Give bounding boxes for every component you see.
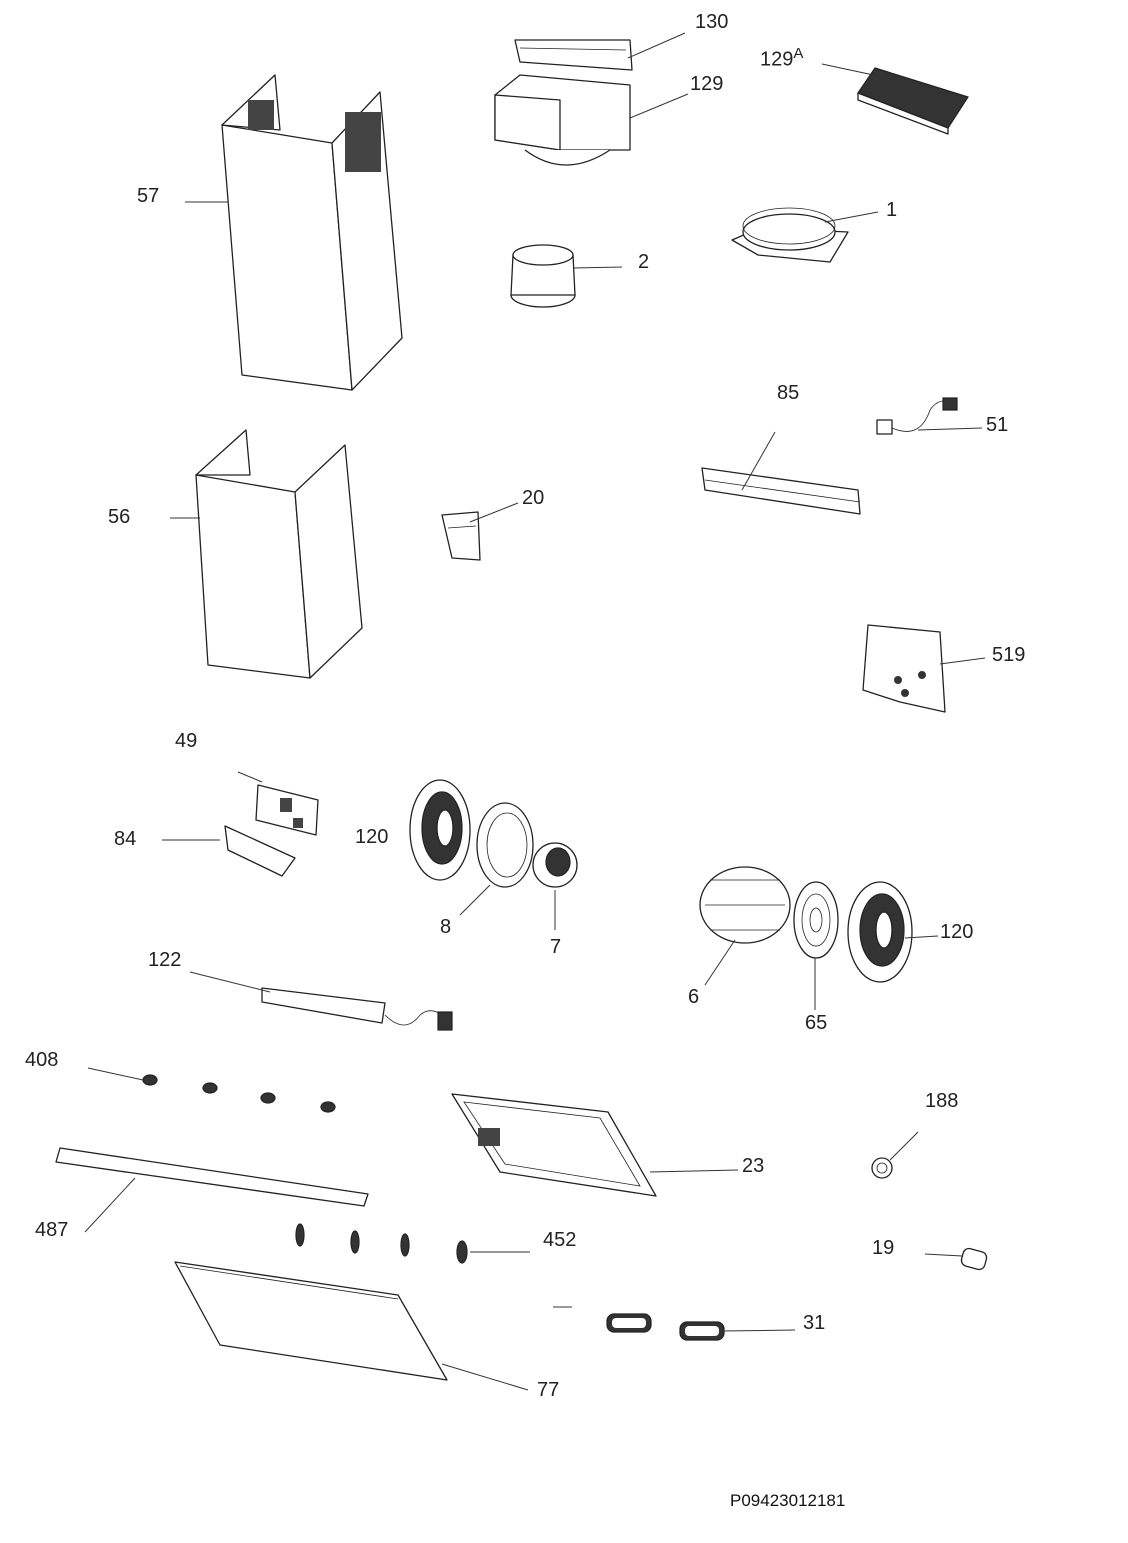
label-519: 519: [992, 644, 1026, 666]
leader-487: [84, 1177, 136, 1233]
label-452: 452: [543, 1229, 577, 1251]
leader-20: [469, 502, 519, 523]
part-77-glass-panel: [174, 1261, 448, 1381]
label-7: 7: [550, 936, 562, 958]
leader-85: [741, 431, 776, 491]
part-23-grease-filter: [451, 1093, 657, 1197]
leader-6: [704, 939, 736, 986]
leader-408: [87, 1067, 144, 1081]
part-122-light-bar: [261, 987, 453, 1031]
label-57: 57: [137, 185, 160, 207]
part-85-rail: [701, 467, 861, 515]
part-56-lower-chimney: [195, 429, 363, 679]
leader-49: [237, 771, 263, 783]
leader-519: [939, 657, 986, 665]
label-120-right: 120: [940, 921, 974, 943]
part-129a-carbon-filter: [857, 67, 969, 135]
part-408-knobs: [142, 1074, 336, 1113]
part-6-blower-wheel: [699, 866, 791, 944]
leader-23: [649, 1169, 739, 1173]
part-51-cable: [876, 397, 958, 435]
leader-19: [924, 1253, 963, 1257]
part-8-seal-ring: [476, 802, 534, 888]
part-7-motor: [532, 842, 578, 888]
label-77: 77: [537, 1379, 560, 1401]
part-519-bracket-kit: [862, 624, 946, 713]
part-65-grille: [793, 881, 839, 959]
leader-129: [629, 93, 689, 119]
label-23: 23: [742, 1155, 765, 1177]
leader-129a: [821, 63, 879, 77]
part-2-duct-adapter: [510, 244, 576, 308]
label-8: 8: [440, 916, 452, 938]
leader-130: [627, 32, 686, 59]
label-188: 188: [925, 1090, 959, 1112]
part-130-bracket: [514, 39, 633, 71]
label-51: 51: [986, 414, 1009, 436]
label-129a: 129A: [760, 46, 803, 70]
leader-31: [721, 1329, 796, 1332]
label-56: 56: [108, 506, 131, 528]
part-1-flange: [731, 207, 849, 263]
label-129a-suffix: A: [793, 45, 804, 62]
label-130: 130: [695, 11, 729, 33]
part-20-bracket: [441, 511, 481, 561]
label-129a-number: 129: [760, 48, 794, 71]
leader-120-right: [904, 935, 939, 939]
part-57-upper-chimney: [221, 74, 403, 391]
part-49-control-board: [255, 784, 319, 836]
label-1: 1: [886, 199, 898, 221]
part-120-fan-shroud-right: [847, 881, 913, 983]
leader-51: [917, 427, 983, 431]
label-20: 20: [522, 487, 545, 509]
label-6: 6: [688, 986, 700, 1008]
label-2: 2: [638, 251, 650, 273]
label-487: 487: [35, 1219, 69, 1241]
leader-2: [572, 266, 623, 269]
part-84-cover: [224, 825, 296, 877]
label-19: 19: [872, 1237, 895, 1259]
leader-1: [824, 211, 879, 223]
label-122: 122: [148, 949, 182, 971]
label-120-left: 120: [355, 826, 389, 848]
part-19-lamp: [960, 1247, 988, 1271]
part-188-nut: [871, 1157, 893, 1179]
label-129: 129: [690, 73, 724, 95]
label-84: 84: [114, 828, 137, 850]
part-129-housing: [494, 74, 631, 166]
part-487-trim-strip: [55, 1147, 369, 1207]
part-452-clips: [295, 1223, 468, 1264]
part-120-fan-shroud-left: [409, 779, 471, 881]
label-65: 65: [805, 1012, 828, 1034]
label-408: 408: [25, 1049, 59, 1071]
label-49: 49: [175, 730, 198, 752]
leader-122: [189, 971, 271, 993]
leader-77: [441, 1363, 529, 1391]
label-31: 31: [803, 1312, 826, 1334]
leader-188: [889, 1131, 919, 1161]
label-85: 85: [777, 382, 800, 404]
part-31-diffusers: [606, 1313, 725, 1341]
drawing-code: P09423012181: [730, 1491, 846, 1510]
leader-8: [459, 884, 491, 916]
